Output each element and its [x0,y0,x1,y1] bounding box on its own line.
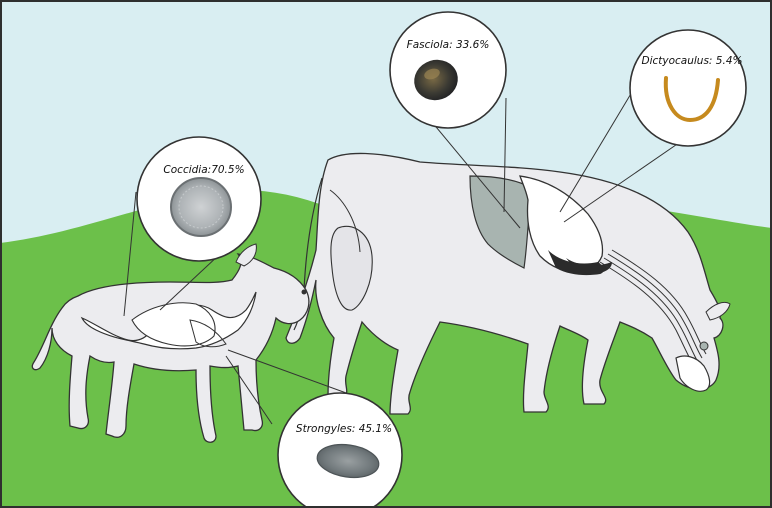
oocyst-icon [171,178,231,236]
cow-eye [700,342,708,350]
callout-strongyles: Strongyles: 45.1% [278,393,402,508]
calf-eye [302,290,307,295]
coccidia-label: Coccidia:70.5% [163,164,244,176]
callout-coccidia: Coccidia:70.5% [137,137,261,261]
callout-dictyocaulus: Dictyocaulus: 5.4% [630,30,746,146]
callout-circle [630,30,746,146]
dictyocaulus-label: Dictyocaulus: 5.4% [642,55,743,67]
fasciola-label: Fasciola: 33.6% [407,39,490,51]
callout-fasciola: Fasciola: 33.6% [390,12,506,128]
strongyles-label: Strongyles: 45.1% [296,423,392,435]
